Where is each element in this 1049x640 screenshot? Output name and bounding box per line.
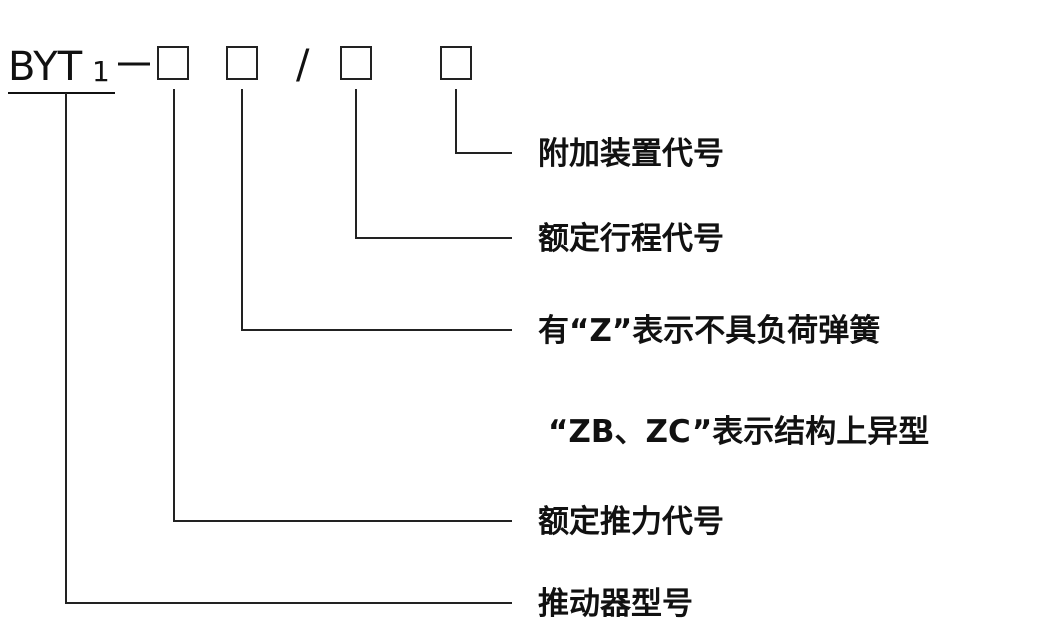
label-rated-stroke: 额定行程代号 [538, 221, 724, 257]
leader-rated-stroke [355, 89, 512, 239]
label-accessory: 附加装置代号 [538, 136, 724, 172]
code-box-accessory [440, 46, 472, 80]
label-pusher-model: 推动器型号 [538, 586, 693, 622]
label-zb-zc-note: “ZB、ZC”表示结构上异型 [548, 414, 929, 450]
model-slash: / [296, 42, 310, 88]
label-rated-thrust: 额定推力代号 [538, 504, 724, 540]
model-prefix-subscript: 1 [92, 55, 110, 88]
leader-pusher-model [65, 93, 512, 604]
model-prefix: BYT [8, 44, 83, 90]
label-z-note: 有“Z”表示不具负荷弹簧 [538, 313, 880, 349]
leader-accessory [455, 89, 512, 154]
code-box-stroke [340, 46, 372, 80]
code-box-thrust [157, 46, 189, 80]
code-box-spring [226, 46, 258, 80]
leader-rated-thrust [173, 89, 512, 522]
leader-spring [241, 89, 512, 331]
